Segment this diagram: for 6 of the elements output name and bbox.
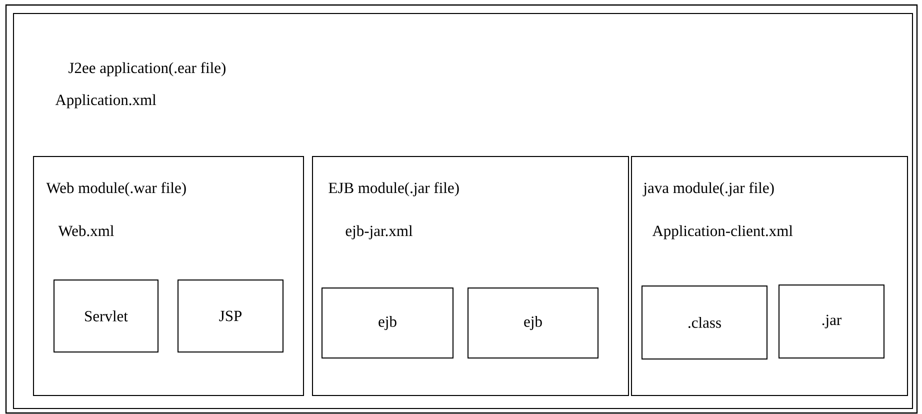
component-box: ejb — [468, 287, 598, 358]
component-box: JSP — [178, 279, 284, 352]
component-box: Servlet — [54, 279, 158, 352]
component-box: .jar — [778, 284, 884, 358]
component-box: .class — [642, 285, 768, 360]
component-box: ejb — [322, 287, 454, 358]
